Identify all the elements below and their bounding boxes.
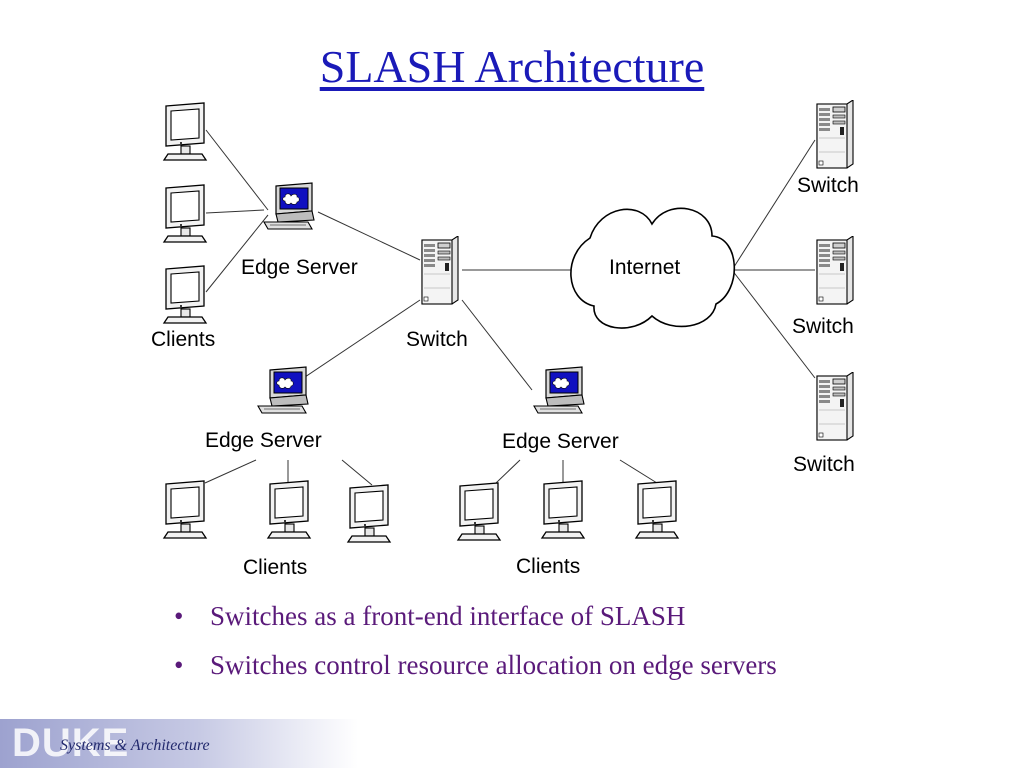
server-tower-icon [816, 236, 854, 305]
bullet-list: Switches as a front-end interface of SLA… [172, 598, 777, 696]
bullet-item: Switches control resource allocation on … [172, 647, 777, 696]
monitor-icon [163, 480, 207, 539]
monitor-icon [163, 184, 207, 243]
footer-band: DUKE Systems & Architecture [0, 719, 358, 768]
footer-subtitle: Systems & Architecture [60, 737, 210, 754]
duke-logo: DUKE [12, 721, 130, 765]
label-edge-server-left: Edge Server [205, 429, 322, 452]
label-switch-right-1: Switch [797, 174, 859, 197]
slide-title: SLASH Architecture [319, 41, 705, 92]
label-clients-bottom-right: Clients [516, 555, 580, 578]
monitor-icon [163, 102, 207, 161]
cloud-icon [570, 207, 736, 329]
server-tower-icon [421, 236, 459, 305]
computer-icon [533, 366, 585, 414]
monitor-icon [163, 265, 207, 324]
bullet-item: Switches as a front-end interface of SLA… [172, 598, 777, 647]
monitor-icon [347, 484, 391, 543]
label-edge-server-right: Edge Server [502, 430, 619, 453]
label-switch-center: Switch [406, 328, 468, 351]
monitor-icon [267, 480, 311, 539]
label-clients-bottom-left: Clients [243, 556, 307, 579]
computer-icon [257, 366, 309, 414]
label-internet: Internet [609, 256, 680, 279]
label-edge-server-top: Edge Server [241, 256, 358, 279]
server-tower-icon [816, 100, 854, 169]
server-tower-icon [816, 372, 854, 441]
connection-lines [204, 129, 816, 486]
label-switch-right-2: Switch [792, 315, 854, 338]
monitor-icon [635, 480, 679, 539]
computer-icon [263, 182, 315, 230]
label-switch-right-3: Switch [793, 453, 855, 476]
monitor-icon [541, 480, 585, 539]
monitor-icon [457, 482, 501, 541]
label-clients-top: Clients [151, 328, 215, 351]
